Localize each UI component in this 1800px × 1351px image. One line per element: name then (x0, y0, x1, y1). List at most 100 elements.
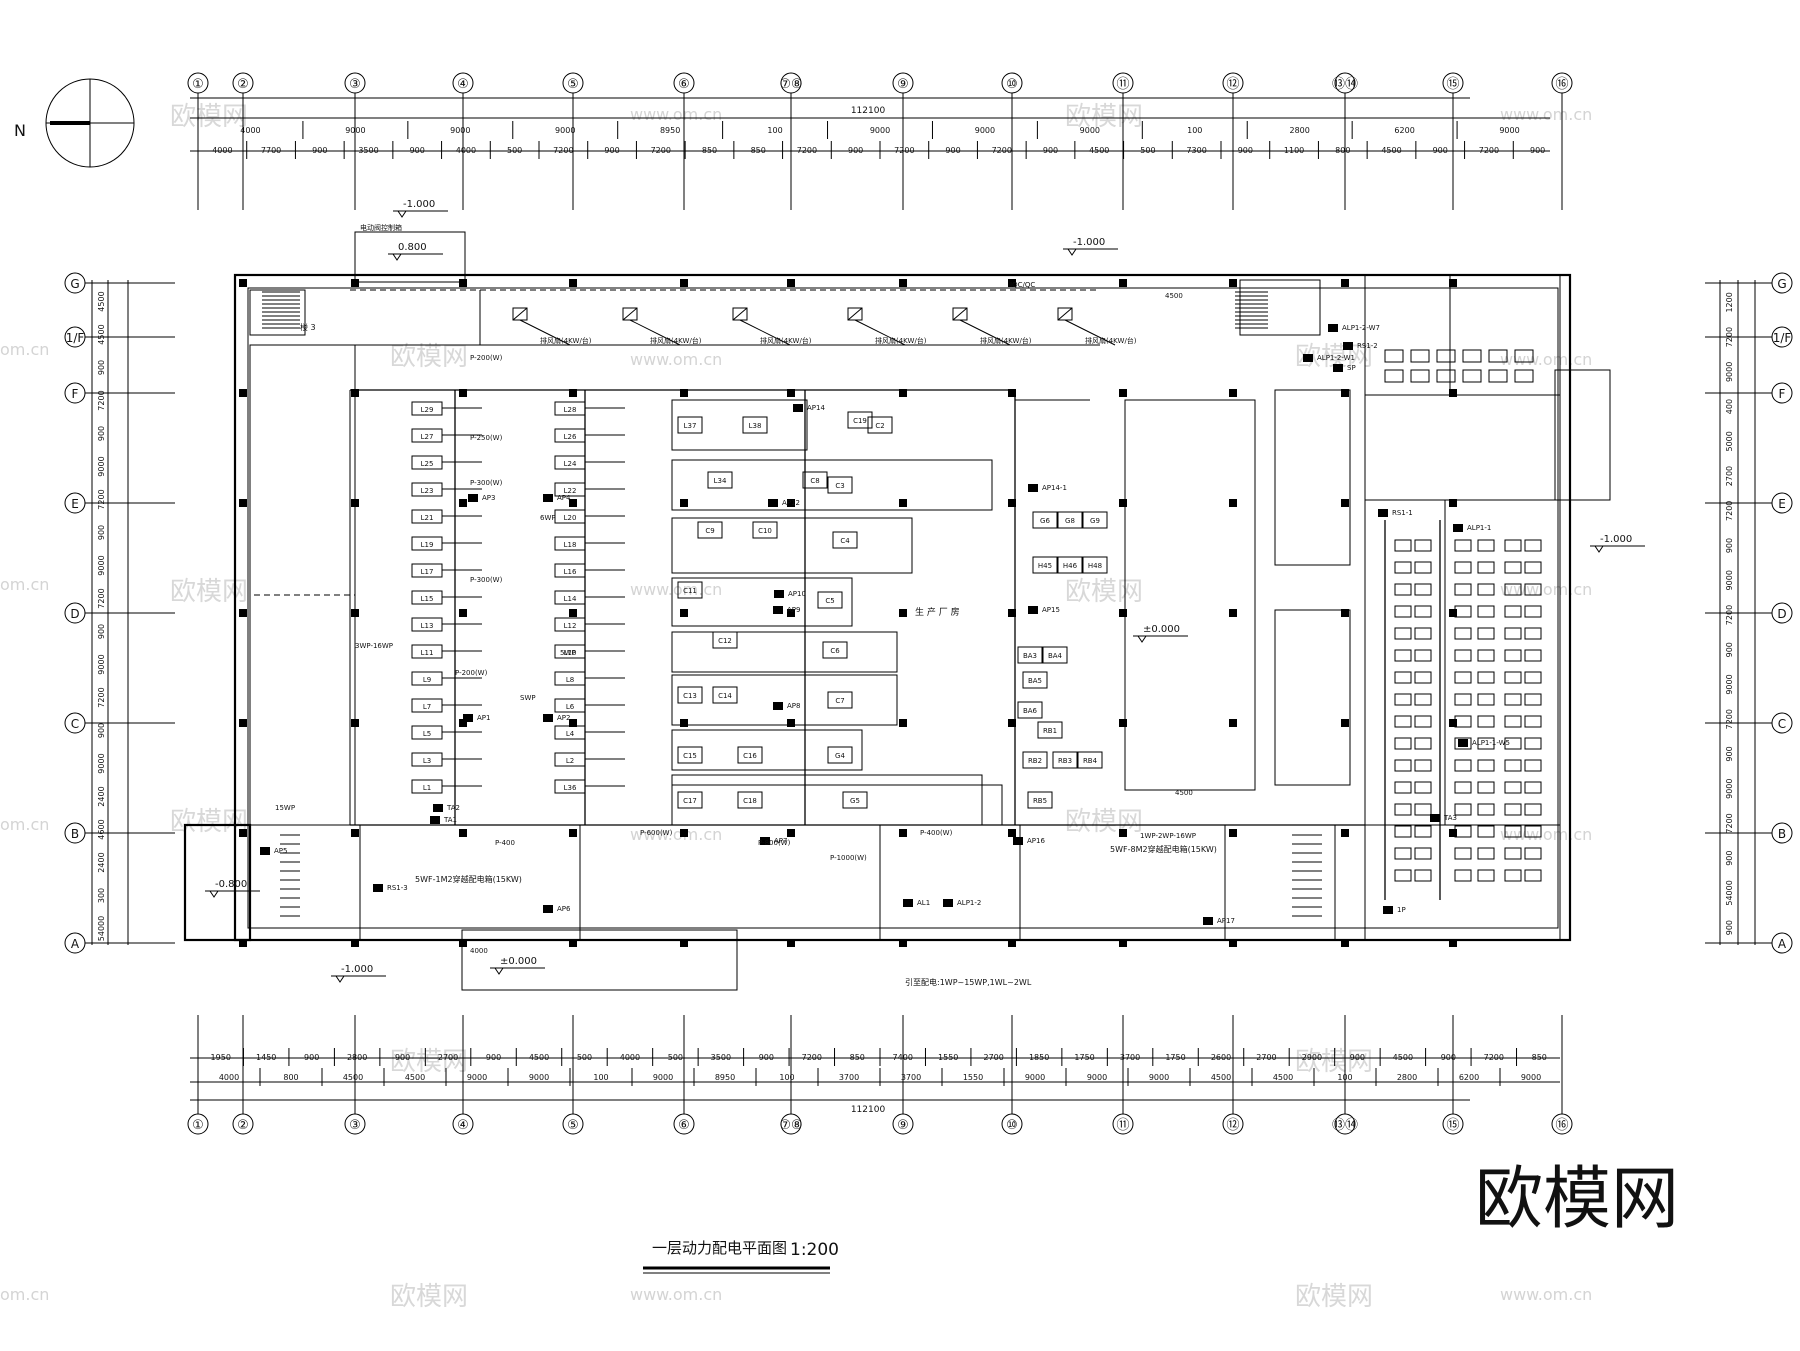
machine-unit (712, 631, 738, 649)
vdim-13: 900 (1725, 746, 1734, 761)
machine-label-38: C13 (683, 692, 697, 700)
dim-14: 850 (850, 1053, 865, 1062)
desk (1477, 561, 1495, 574)
panel-label-13: AP15 (1042, 606, 1060, 614)
column-square (351, 829, 359, 837)
level-mark-2: -1.000 (341, 964, 373, 975)
axis-bubble (1442, 1113, 1464, 1135)
desk (1436, 369, 1456, 383)
row-bubble (64, 822, 86, 844)
desk (1394, 671, 1412, 684)
vdim-14: 9000 (97, 753, 106, 773)
column-square (1008, 389, 1016, 397)
stairs (262, 291, 1322, 917)
machine-unit (1032, 511, 1058, 529)
panel-label-16: AL1 (917, 899, 930, 907)
panel-box (760, 837, 770, 845)
dim-4: 900 (395, 1053, 410, 1062)
machine-unit (1057, 556, 1083, 574)
column-square (459, 829, 467, 837)
desk (1394, 869, 1412, 882)
row-label-5: C (1778, 717, 1786, 731)
dim-7: 4500 (529, 1053, 549, 1062)
machine-unit (827, 691, 853, 709)
column-square (1008, 279, 1016, 287)
column-square (787, 609, 795, 617)
desk (1514, 369, 1534, 383)
column-square (459, 499, 467, 507)
panel-box (773, 606, 783, 614)
column-square (239, 279, 247, 287)
column-square (1449, 279, 1457, 287)
cable-label-5: P-800(W) (758, 839, 791, 847)
desk (1504, 737, 1522, 750)
column-square (1008, 829, 1016, 837)
axis-bubble (232, 1113, 254, 1135)
panel-label-26: TA2 (446, 804, 460, 812)
panel-label-12: AP14-1 (1042, 484, 1067, 492)
column-square (680, 719, 688, 727)
column-square (569, 609, 577, 617)
dim-10: 3700 (839, 1073, 859, 1082)
dim-12: 900 (759, 1053, 774, 1062)
axis-label-1: ② (237, 1118, 249, 1133)
equipment-zone-6 (671, 729, 863, 771)
level-marks: -1.000-1.000-1.000-1.000±0.000±0.000-0.8… (205, 199, 1645, 983)
desk (1414, 737, 1432, 750)
axis-label-2: ③ (349, 77, 361, 92)
machine-label-62: BA6 (1023, 707, 1038, 715)
dim-4: 8950 (660, 126, 680, 135)
vdim-17: 54000 (1725, 880, 1734, 905)
vdim-4: 5000 (1725, 431, 1734, 451)
desk (1414, 583, 1432, 596)
dim-5: 9000 (529, 1073, 549, 1082)
machine-label-32: L34 (714, 477, 727, 485)
panel-label-18: ALP1-1 (1467, 524, 1491, 532)
desk (1524, 649, 1542, 662)
desk (1524, 539, 1542, 552)
fan-label-1: 排风扇(4KW/台) (650, 336, 702, 345)
column-square (1341, 829, 1349, 837)
dim-16: 1550 (938, 1053, 958, 1062)
dim-2: 4500 (343, 1073, 363, 1082)
column-square (1449, 719, 1457, 727)
row-bubble (64, 712, 86, 734)
machine-unit (1027, 791, 1053, 809)
row-label-7: A (1778, 937, 1787, 951)
dim-0: 4000 (212, 146, 232, 155)
desk (1504, 759, 1522, 772)
vdim-16: 4600 (97, 819, 106, 839)
axis-label-4: ⑤ (567, 1118, 579, 1133)
axis-bubble (1001, 1113, 1023, 1135)
column-square (787, 719, 795, 727)
machine-label-6: L23 (421, 487, 434, 495)
panel-box (1028, 484, 1038, 492)
cable-label-11: 3WP-16WP (355, 642, 393, 650)
machine-label-2: L27 (421, 433, 434, 441)
panel-box (468, 494, 478, 502)
dim-15: 7400 (893, 1053, 913, 1062)
machine-label-25: L4 (566, 730, 575, 738)
desk (1454, 649, 1472, 662)
fan-leader (739, 319, 791, 346)
machine-label-28: L1 (423, 784, 431, 792)
axis-bubble (780, 1113, 802, 1135)
watermark-url-0: www.om.cn (630, 105, 722, 124)
machine-unit (697, 521, 723, 539)
panel-label-17: ALP1-2 (957, 899, 981, 907)
cable-label-16: IQC/QC (1010, 281, 1035, 289)
desk (1504, 583, 1522, 596)
dim-12: 7200 (797, 146, 817, 155)
dim-22: 1100 (1284, 146, 1304, 155)
desk (1477, 759, 1495, 772)
machine-label-39: C14 (718, 692, 732, 700)
level-triangle (397, 210, 407, 218)
machine-unit (677, 581, 703, 599)
column-square (569, 279, 577, 287)
vdim-8: 9000 (1725, 570, 1734, 590)
desk (1462, 349, 1482, 363)
row-label-7: A (71, 937, 80, 951)
axis-label-0: ① (192, 77, 204, 92)
